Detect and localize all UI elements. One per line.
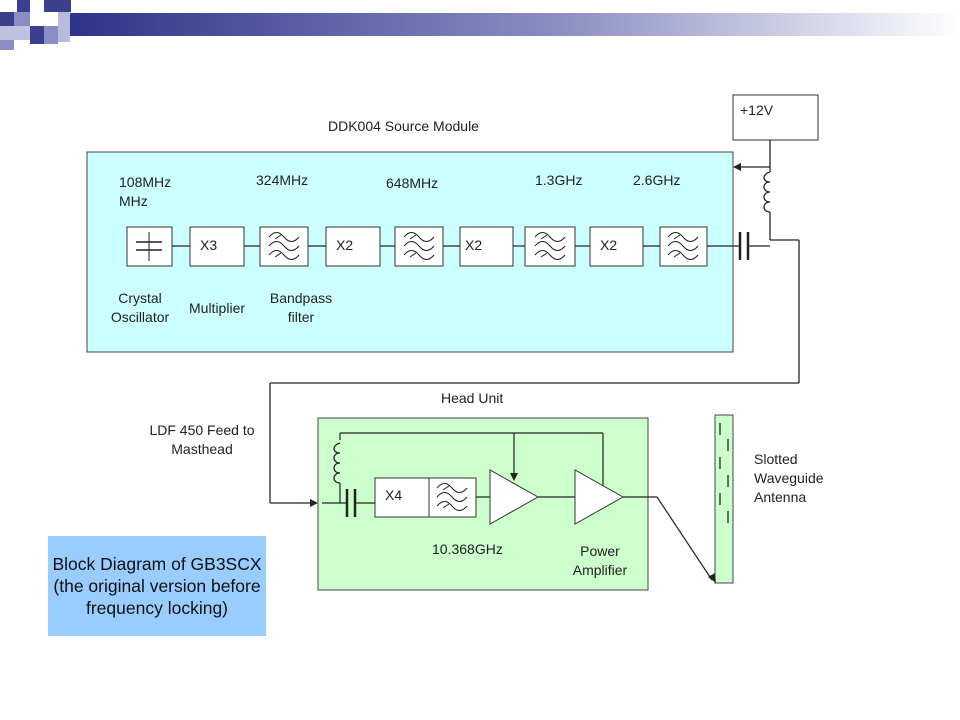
multiplier-x2-a-label: X2 [336,237,354,253]
freq-label-10-368: 10.368GHz [432,541,503,557]
head-unit-title: Head Unit [441,390,504,406]
amplifier-1-icon [489,469,540,525]
bandpass-filter-label: Bandpass filter [269,290,333,325]
multiplier-x2-c-label: X2 [600,237,618,253]
feed-cable-label: LDF 450 Feed to Masthead [149,422,255,457]
multiplier-x2-b-label: X2 [465,237,483,253]
choke-coil-icon [763,171,771,213]
antenna-label: Slotted Waveguide Antenna [754,451,824,505]
diagram-caption: Block Diagram of GB3SCX (the original ve… [48,536,266,636]
antenna-feed-arrow [708,573,716,583]
head-unit-feed [270,432,713,581]
crystal-oscillator-label: Crystal Oscillator [110,290,170,325]
freq-label-108: 108MHz MHz [119,174,172,209]
power-amplifier-icon [574,469,625,525]
diagram-caption-text: Block Diagram of GB3SCX (the original ve… [52,554,262,618]
slotted-waveguide-antenna [714,414,734,584]
bias-arrow-a [510,473,518,481]
multiplier-x2-a-box [325,226,381,267]
bandpass-filter-2-icon [394,226,444,267]
multiplier-x4-label: X4 [385,487,403,503]
power-amplifier-label: Power Amplifier [572,543,628,578]
supply-label: +12V [740,102,774,118]
freq-label-324: 324MHz [256,172,309,188]
header-decoration [0,0,960,50]
freq-label-2-6: 2.6GHz [633,172,681,188]
arrow-into-module [733,163,741,171]
bandpass-filter-1-icon [259,226,309,267]
multiplier-x2-b-box [459,226,514,267]
crystal-oscillator-icon [126,226,173,267]
multiplier-x2-c-box [589,226,644,267]
freq-label-648: 648MHz [386,175,439,191]
source-module-title: DDK004 Source Module [328,118,479,134]
multiplier-label: Multiplier [189,300,246,316]
freq-label-1-3: 1.3GHz [535,172,583,188]
multiplier-x3-label: X3 [200,237,218,253]
supply-box [732,94,819,141]
bandpass-filter-5-icon [428,477,477,518]
bandpass-filter-4-icon [659,226,708,267]
bandpass-filter-3-icon [524,226,576,267]
source-chain-wires [172,232,770,260]
feed-arrow-head [310,499,318,507]
multiplier-x3-box [189,226,245,267]
supply-feed [269,140,800,503]
